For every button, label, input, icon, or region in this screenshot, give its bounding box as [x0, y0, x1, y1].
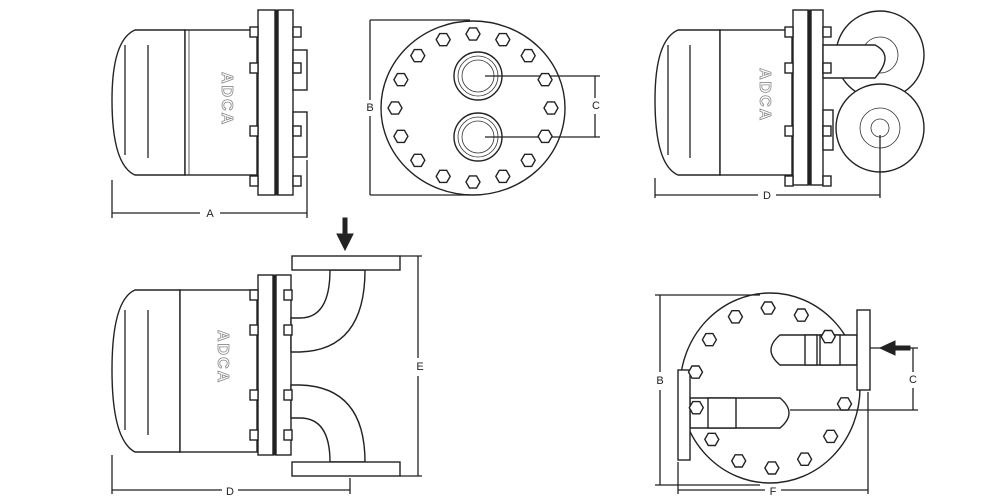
bolt-hex-icon: [703, 432, 720, 447]
bolt-side-icon: [784, 125, 794, 137]
adca-logo: ADCA: [218, 72, 235, 126]
bolt-hex-icon: [494, 32, 511, 47]
dimension-d-label-top: D: [763, 190, 771, 202]
bolt-side-icon: [249, 62, 259, 74]
dimension-c-label: C: [592, 100, 600, 112]
bolt-side-icon: [249, 26, 259, 38]
bolt-side-icon: [249, 324, 259, 336]
bolt-side-icon: [822, 125, 832, 137]
bolt-side-icon: [784, 26, 794, 38]
adca-logo-2: ADCA: [756, 68, 773, 122]
adca-logo-3: ADCA: [214, 330, 231, 384]
bolt-hex-icon: [760, 301, 776, 315]
bolt-side-icon: [822, 26, 832, 38]
dimension-f-label: F: [770, 486, 777, 498]
side-view-top-left: ADCA A: [111, 9, 308, 220]
bolt-hex-icon: [537, 72, 553, 87]
bolt-hex-icon: [520, 153, 537, 168]
bolt-hex-icon: [387, 101, 403, 115]
bolt-hex-icon: [520, 48, 537, 63]
bolt-side-icon: [249, 289, 259, 301]
bolt-side-icon: [822, 62, 832, 74]
bolt-hex-icon: [836, 397, 853, 411]
bolt-side-icon: [292, 125, 302, 137]
dimension-d-label-bottom: D: [226, 486, 234, 498]
bolt-hex-icon: [393, 129, 409, 144]
bolt-hex-icon: [435, 169, 452, 184]
bolt-side-icon: [292, 26, 302, 38]
bolt-side-icon: [249, 389, 259, 401]
bolt-hex-icon: [730, 454, 747, 468]
bolt-hex-icon: [820, 329, 837, 344]
bolt-side-icon: [283, 324, 293, 336]
bolt-hex-icon: [687, 365, 704, 379]
bolt-side-icon: [784, 175, 794, 187]
bolt-hex-icon: [822, 429, 839, 444]
bolt-hex-icon: [764, 461, 780, 475]
bolt-hex-icon: [393, 72, 409, 87]
bolt-hex-icon: [543, 101, 559, 115]
bolt-side-icon: [249, 175, 259, 187]
dimension-b-label-bottom: B: [656, 375, 663, 387]
bolt-hex-icon: [537, 129, 553, 144]
bolt-side-icon: [283, 429, 293, 441]
bolt-side-icon: [283, 289, 293, 301]
bolt-side-icon: [283, 389, 293, 401]
side-view-top-right: ADCA D: [654, 9, 925, 202]
bolt-hex-icon: [796, 452, 813, 466]
dimension-b-label: B: [366, 102, 373, 114]
bolt-hex-icon: [465, 175, 481, 189]
front-view-bottom-right: B C F: [655, 292, 918, 498]
bolt-side-icon: [292, 175, 302, 187]
bolt-hex-icon: [727, 310, 744, 324]
bolt-hex-icon: [465, 27, 481, 41]
front-view-top-center: B C: [366, 19, 600, 196]
bolt-side-icon: [784, 62, 794, 74]
bolt-side-icon: [249, 429, 259, 441]
bolt-hex-icon: [494, 169, 511, 184]
dimension-a-label: A: [206, 208, 214, 220]
bolt-hex-icon: [793, 308, 810, 322]
bolt-hex-icon: [435, 32, 452, 47]
bolt-hex-icon: [701, 332, 718, 347]
bolt-side-icon: [822, 175, 832, 187]
dimension-e-label: E: [416, 361, 423, 373]
bolt-side-icon: [292, 62, 302, 74]
side-view-bottom-left: ADCA E D: [111, 217, 424, 498]
bolt-hex-icon: [409, 153, 426, 168]
bolt-hex-icon: [688, 400, 705, 415]
bolt-side-icon: [249, 125, 259, 137]
bolt-hex-icon: [409, 48, 426, 63]
dimension-c-label-bottom: C: [909, 374, 917, 386]
bolts: [249, 26, 853, 475]
